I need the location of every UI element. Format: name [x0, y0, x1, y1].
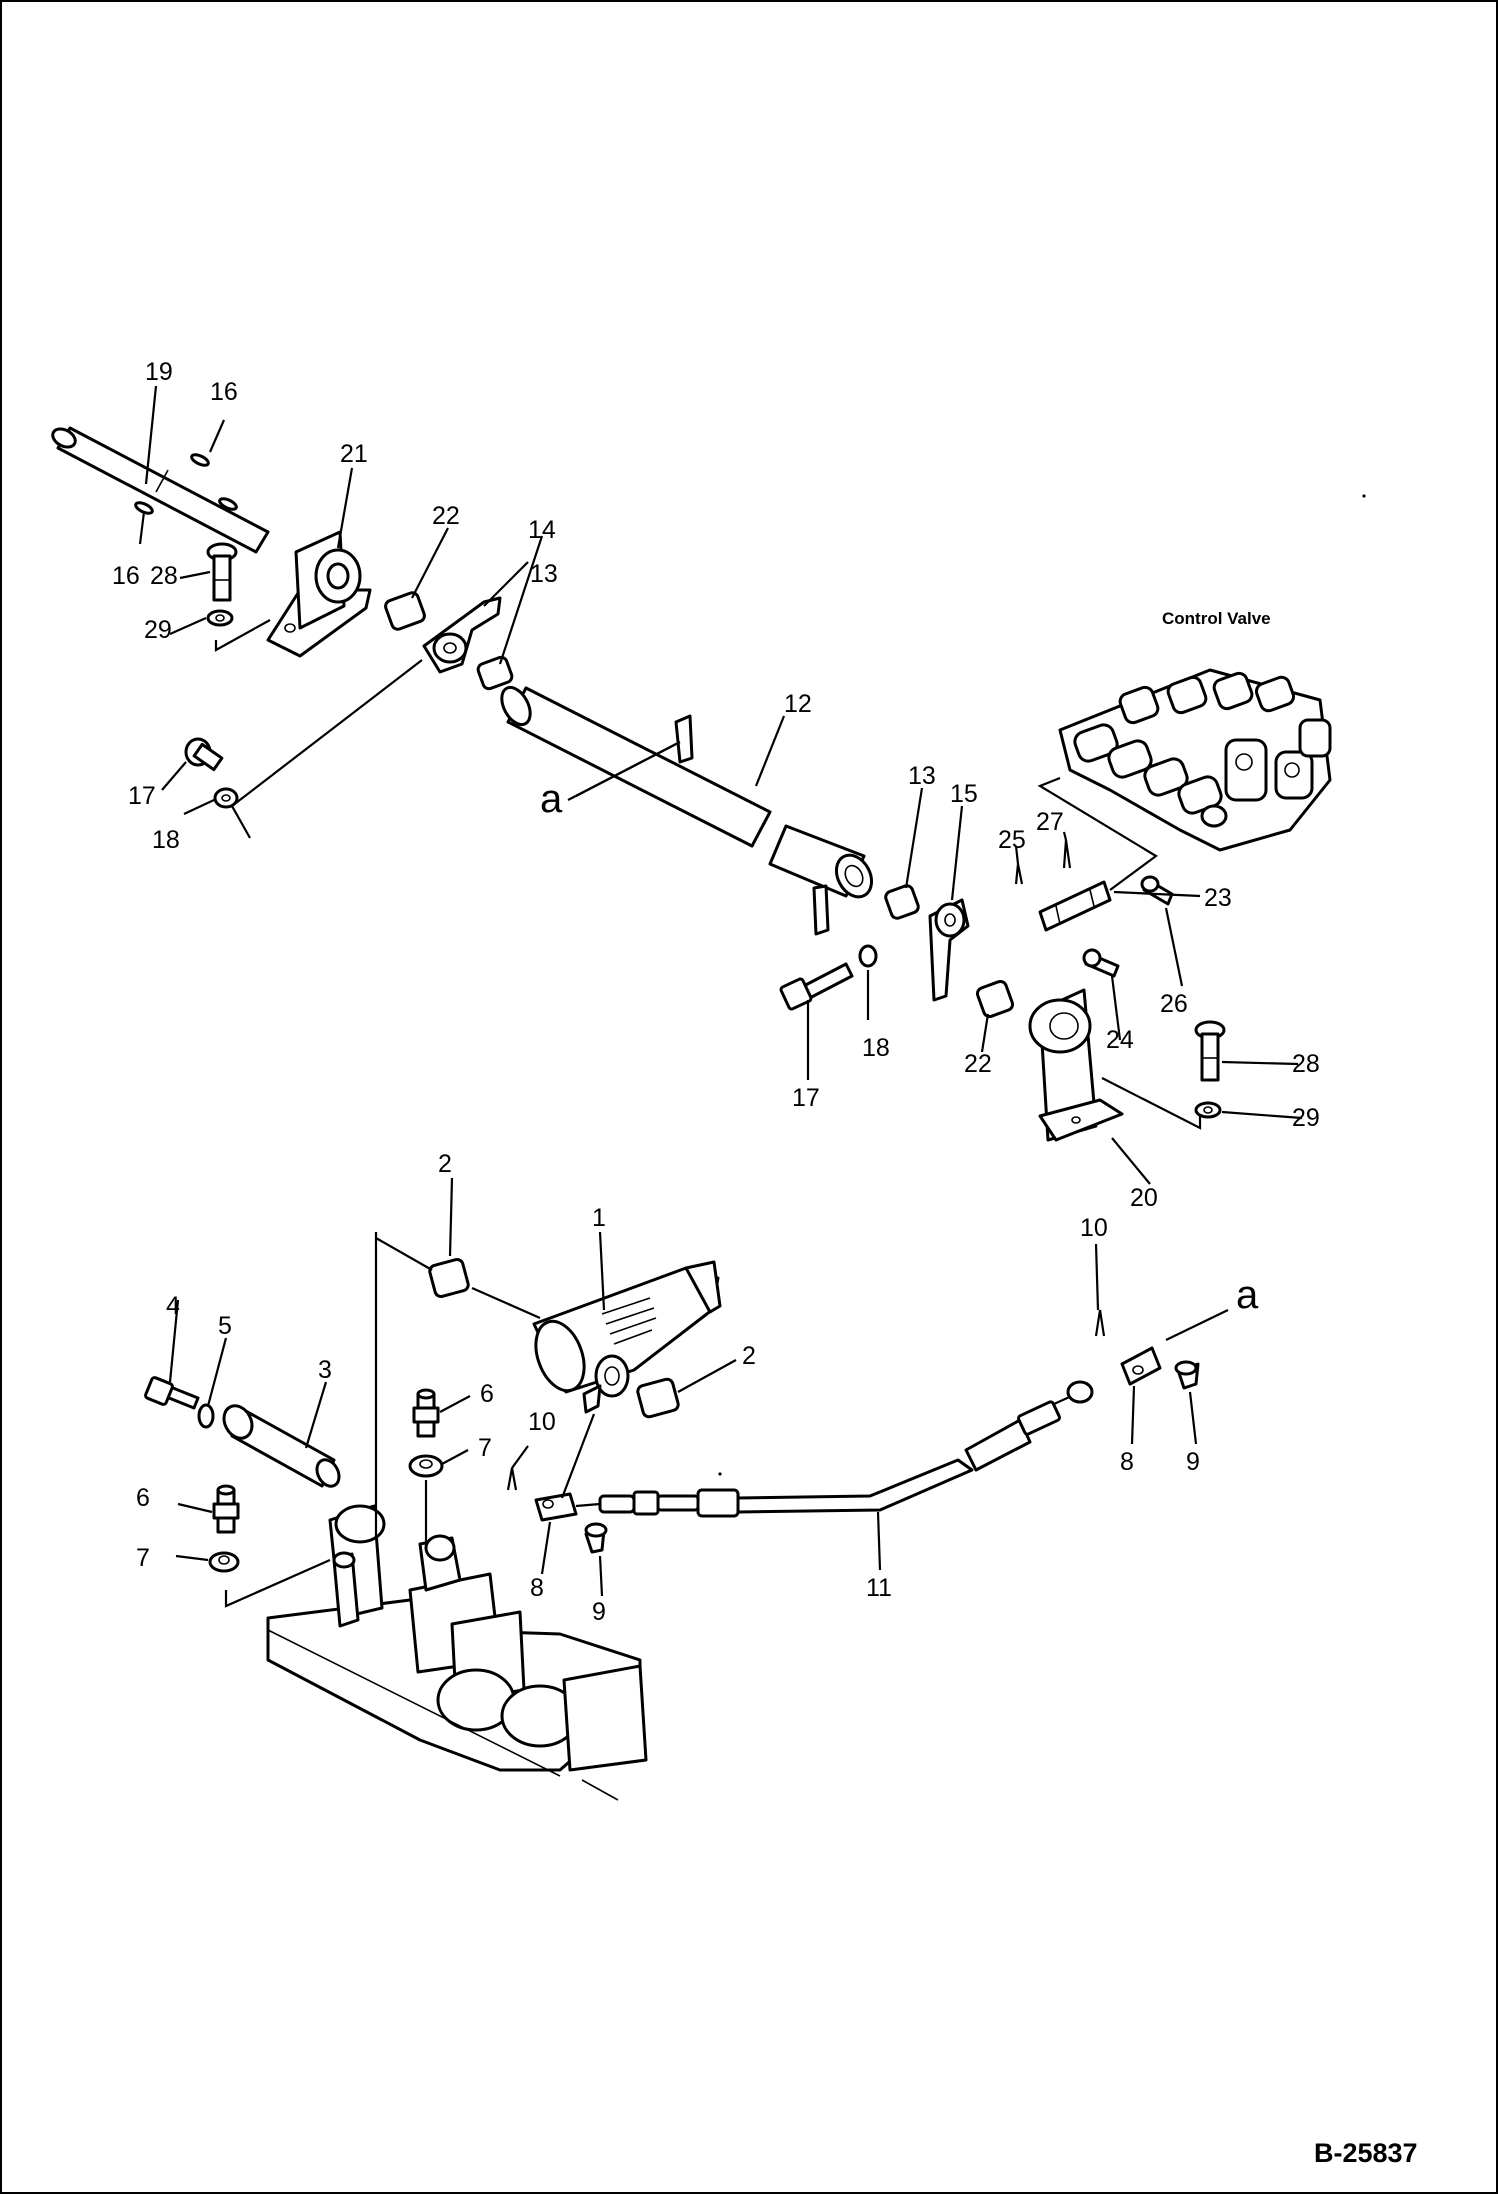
callout-6-upper: 6 — [480, 1380, 494, 1408]
callout-26: 26 — [1160, 990, 1188, 1018]
callout-2-lower: 2 — [742, 1342, 756, 1370]
part-13-bushing-upper — [476, 655, 514, 691]
part-24-pin — [1082, 948, 1120, 978]
part-15-lever — [928, 898, 970, 1002]
callout-18-left: 18 — [152, 826, 180, 854]
callout-10-left: 10 — [528, 1408, 556, 1436]
callout-6-lower: 6 — [136, 1484, 150, 1512]
part-18-washer-left — [213, 787, 239, 809]
callout-17-left: 17 — [128, 782, 156, 810]
leader-lines — [138, 385, 1366, 1608]
callout-10-right: 10 — [1080, 1214, 1108, 1242]
callout-28-upper: 28 — [150, 562, 178, 590]
callout-29-upper: 29 — [144, 616, 172, 644]
callout-25: 25 — [998, 826, 1026, 854]
callout-28-right: 28 — [1292, 1050, 1320, 1078]
part-27-cotter-pin — [1062, 839, 1072, 869]
part-1-pedal — [532, 1260, 722, 1414]
part-23-clevis — [1038, 880, 1112, 932]
part-29-washer-right — [1194, 1101, 1222, 1119]
part-3-pin — [222, 1404, 341, 1488]
part-17-bolt-lower — [779, 962, 854, 1011]
part-22-bushing-lower — [975, 979, 1015, 1019]
callout-8-right: 8 — [1120, 1448, 1134, 1476]
callout-14: 14 — [528, 516, 556, 544]
part-10-cotter-left — [506, 1467, 518, 1491]
part-16-pins — [134, 453, 238, 515]
callout-1: 1 — [592, 1204, 606, 1232]
callout-22-lower: 22 — [964, 1050, 992, 1078]
callout-2-upper: 2 — [438, 1150, 452, 1178]
drawing-number: B-25837 — [1314, 2138, 1418, 2168]
part-25-cotter-pin — [1014, 863, 1024, 885]
callout-23: 23 — [1204, 884, 1232, 912]
callout-4: 4 — [166, 1292, 180, 1320]
part-9-pin-right — [1174, 1360, 1200, 1390]
callout-12: 12 — [784, 690, 812, 718]
part-6-stopper-bolt-lower — [212, 1484, 240, 1534]
callout-9-left: 9 — [592, 1598, 606, 1626]
callout-3: 3 — [318, 1356, 332, 1384]
callout-13-lower: 13 — [908, 762, 936, 790]
callout-15: 15 — [950, 780, 978, 808]
part-5-washer — [197, 1403, 215, 1429]
part-26-pin — [1140, 875, 1174, 906]
base-mount — [266, 1504, 648, 1801]
part-9-pin-left — [584, 1522, 608, 1554]
callout-9-right: 9 — [1186, 1448, 1200, 1476]
part-6-stopper-bolt-upper — [412, 1388, 440, 1438]
part-10-cotter-right — [1094, 1309, 1106, 1337]
part-7-nut-lower — [208, 1551, 240, 1573]
part-4-bolt — [144, 1376, 200, 1410]
reference-a-upper: a — [540, 777, 563, 821]
part-22-bushing-upper — [384, 591, 426, 631]
callout-8-left: 8 — [530, 1574, 544, 1602]
callout-19: 19 — [145, 358, 173, 386]
callout-17-lower: 17 — [792, 1084, 820, 1112]
part-11-cable — [575, 1380, 1094, 1518]
part-28-bolt-upper — [206, 542, 238, 602]
control-valve — [1058, 668, 1332, 852]
callout-16-left: 16 — [112, 562, 140, 590]
callout-22-upper: 22 — [432, 502, 460, 530]
reference-a-lower: a — [1236, 1273, 1259, 1317]
callout-5: 5 — [218, 1312, 232, 1340]
callout-20: 20 — [1130, 1184, 1158, 1212]
callout-21: 21 — [340, 440, 368, 468]
part-18-washer-lower — [858, 944, 878, 968]
callout-7-upper: 7 — [478, 1434, 492, 1462]
control-valve-label: Control Valve — [1162, 609, 1271, 628]
callout-27: 27 — [1036, 808, 1064, 836]
part-12-shaft — [500, 685, 874, 936]
part-28-bolt-right — [1194, 1020, 1226, 1082]
callout-11: 11 — [866, 1574, 892, 1602]
part-2-bushing-upper — [428, 1257, 470, 1299]
part-21-bracket — [266, 530, 372, 658]
callout-labels: 19 16 21 22 14 13 16 28 29 17 18 12 a Co… — [112, 358, 1418, 2168]
callout-18-lower: 18 — [862, 1034, 890, 1062]
part-8-clevis-right — [1120, 1346, 1162, 1386]
part-19-rod — [51, 426, 270, 554]
callout-13-upper: 13 — [530, 560, 558, 588]
callout-16-top: 16 — [210, 378, 238, 406]
part-2-bushing-lower — [636, 1377, 680, 1419]
part-17-bolt-left — [184, 737, 224, 772]
part-7-nut-upper — [408, 1454, 444, 1478]
callout-7-lower: 7 — [136, 1544, 150, 1572]
part-29-washer-upper — [206, 609, 234, 627]
callout-29-right: 29 — [1292, 1104, 1320, 1132]
part-8-clevis-left — [534, 1492, 578, 1522]
callout-24: 24 — [1106, 1026, 1134, 1054]
part-14-lever — [422, 596, 502, 674]
part-13-bushing-lower — [884, 884, 920, 920]
part-20-bracket — [1028, 988, 1124, 1142]
